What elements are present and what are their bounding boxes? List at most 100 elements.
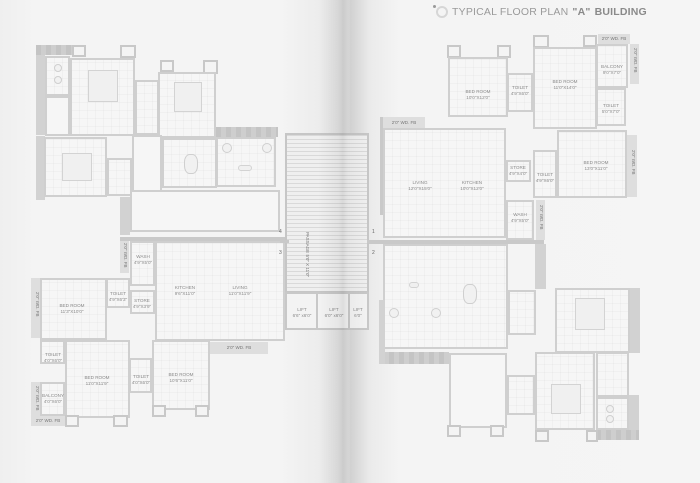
bedroom [533,47,597,129]
terrace-strip [120,197,130,235]
chair-icon [431,308,441,318]
passage [132,135,162,195]
ot-label: 2'0" WD. FB [123,243,128,268]
bedroom [555,288,630,353]
column [535,430,549,442]
dining-table-icon [184,154,198,174]
bedroom [44,137,107,197]
title-building: "A" [572,6,591,18]
column [152,405,166,417]
wall [120,237,285,241]
toilet-room [45,56,70,96]
toilet-room [106,278,130,308]
staircase [285,133,369,293]
ot-label [31,278,40,338]
ot-label: 2'0" WD. FB [598,34,630,44]
column [160,60,174,72]
column [65,415,79,427]
ot-label [536,200,545,240]
column [72,45,86,57]
passage [507,375,535,415]
terrace-strip [629,395,639,440]
bedroom [152,340,210,410]
terrace-strip [36,136,45,200]
bed-icon [575,298,605,330]
terrace-strip [36,45,76,55]
column [195,405,209,417]
terrace-strip [216,127,278,137]
flat-number: 4 [279,229,282,235]
wc-icon [54,76,62,84]
center-table-icon [409,282,419,288]
bed-icon [174,82,202,112]
wash-area [130,241,155,286]
store-room [130,290,155,314]
store-room [506,160,531,182]
toilet-room [533,150,557,198]
bedroom [449,353,507,428]
ot-label: 2'0" WD. FB [210,342,268,354]
ot-label: 2'0" WD. FB [631,150,636,175]
chair-icon [222,143,232,153]
terrace-strip [36,45,45,135]
title-suffix: BUILDING [594,6,647,18]
terrace-strip [535,244,546,289]
company-logo-icon [433,5,448,18]
wc-icon [606,415,614,423]
terrace-strip [596,430,639,440]
toilet-room [596,397,629,430]
living-kitchen [383,128,506,238]
bedroom [557,130,627,198]
bedroom [158,72,216,138]
column [586,430,598,442]
flat-number: 2 [372,250,375,256]
washbasin-icon [606,405,614,413]
lift [316,292,350,330]
chair-icon [262,143,272,153]
wash-area [506,200,534,240]
terrace-strip [630,288,640,353]
toilet-room [107,158,132,196]
living-dining [383,244,508,349]
ot-label: 2'0" WD. FB [633,48,638,73]
ot-label: 2'0" WD. FB [383,117,425,128]
ot-label [630,44,639,84]
toilet-room [508,290,536,335]
passage-label: PASSAGE 5'0" X 11'0" [305,232,310,278]
ot-label [120,241,129,273]
flat-number: 1 [372,229,375,235]
center-table-icon [238,165,252,171]
ot-label: 2'0" WD. FB [539,205,544,230]
toilet-room [40,340,65,364]
column [490,425,504,437]
balcony [596,44,628,88]
page-title: TYPICAL FLOOR PLAN "A" BUILDING [433,5,647,18]
dining-table-icon [463,284,477,304]
ot-label [627,135,637,197]
bed-icon [88,70,118,102]
kitchen-living-upper [130,190,280,232]
title-prefix: TYPICAL FLOOR PLAN [452,6,569,18]
ot-label: 2'0" WD. FB [31,416,65,426]
bedroom [535,352,595,430]
bedroom [70,58,135,136]
washbasin-icon [54,64,62,72]
